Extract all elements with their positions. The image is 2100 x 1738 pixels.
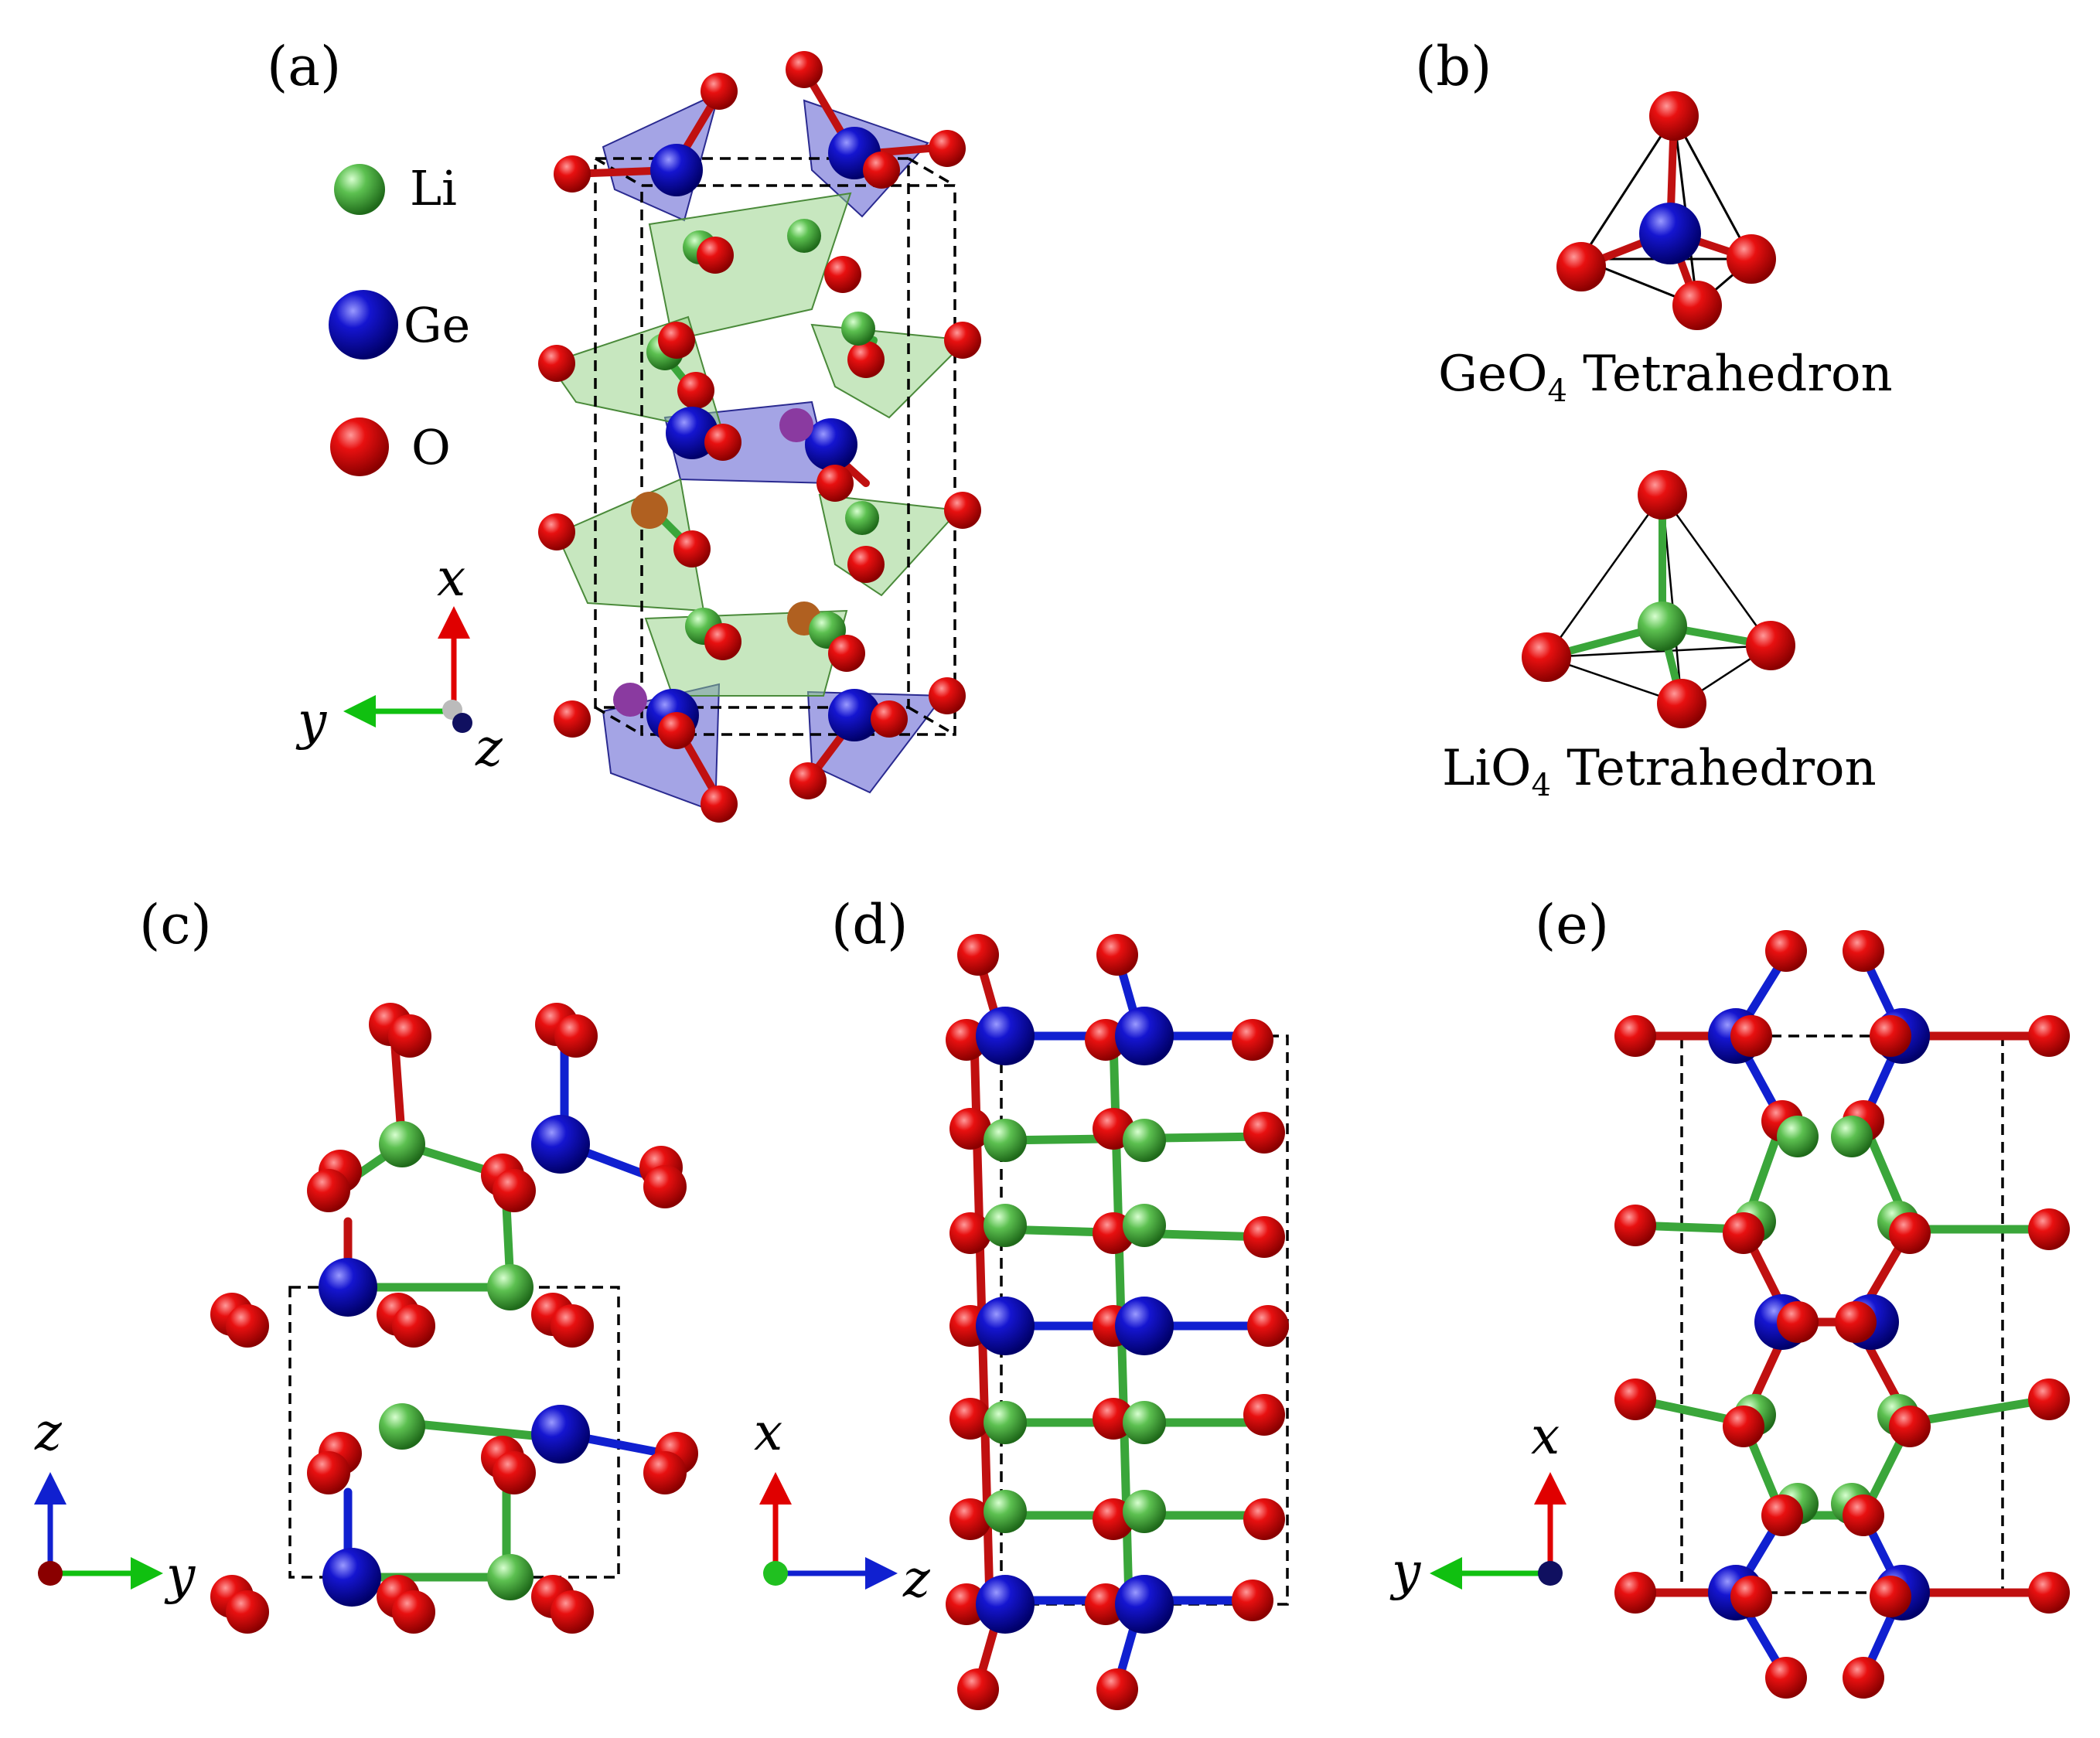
li-tetrahedron-diagram — [1522, 470, 1795, 728]
axis-label-z: z — [475, 718, 503, 778]
panel-label-b: (b) — [1415, 35, 1491, 98]
axis-label-y-c: y — [164, 1545, 196, 1605]
legend-li-label: Li — [410, 160, 457, 216]
structure-c — [210, 1003, 698, 1634]
axis-label-y: y — [295, 691, 327, 751]
panel-label-a: (a) — [267, 35, 341, 98]
ge-tetrahedron-caption: GeO4 Tetrahedron — [1438, 346, 1893, 409]
axis-label-y-e: y — [1389, 1542, 1421, 1601]
axis-triad-d: x z — [754, 1402, 931, 1609]
structure-e — [1614, 930, 2070, 1699]
unit-cell-e — [1680, 1034, 2004, 1594]
axis-triad-a: x y z — [295, 548, 503, 778]
structure-d — [946, 934, 1289, 1710]
structure-a — [538, 51, 981, 823]
legend-ge-label: Ge — [404, 297, 470, 353]
li-tetrahedron-caption: LiO4 Tetrahedron — [1442, 740, 1877, 803]
legend-o-atom — [330, 417, 389, 476]
axis-triad-c: z y — [34, 1402, 196, 1605]
axis-label-z-d: z — [902, 1549, 931, 1609]
axis-triad-e: x y — [1389, 1406, 1566, 1601]
ge-tetrahedron-diagram — [1556, 91, 1776, 330]
atoms-a — [538, 51, 981, 823]
axis-label-x-d: x — [754, 1402, 782, 1462]
axis-label-z-c: z — [34, 1402, 63, 1462]
legend: Li Ge O — [329, 160, 470, 476]
legend-o-label: O — [411, 419, 451, 475]
unit-cell-a — [594, 157, 956, 736]
axis-label-x-e: x — [1531, 1406, 1560, 1466]
panel-label-e: (e) — [1535, 893, 1609, 956]
panel-label-d: (d) — [831, 893, 908, 956]
panel-label-c: (c) — [139, 893, 212, 956]
legend-li-atom — [334, 164, 385, 215]
axis-label-x: x — [437, 548, 465, 608]
legend-ge-atom — [329, 290, 398, 360]
